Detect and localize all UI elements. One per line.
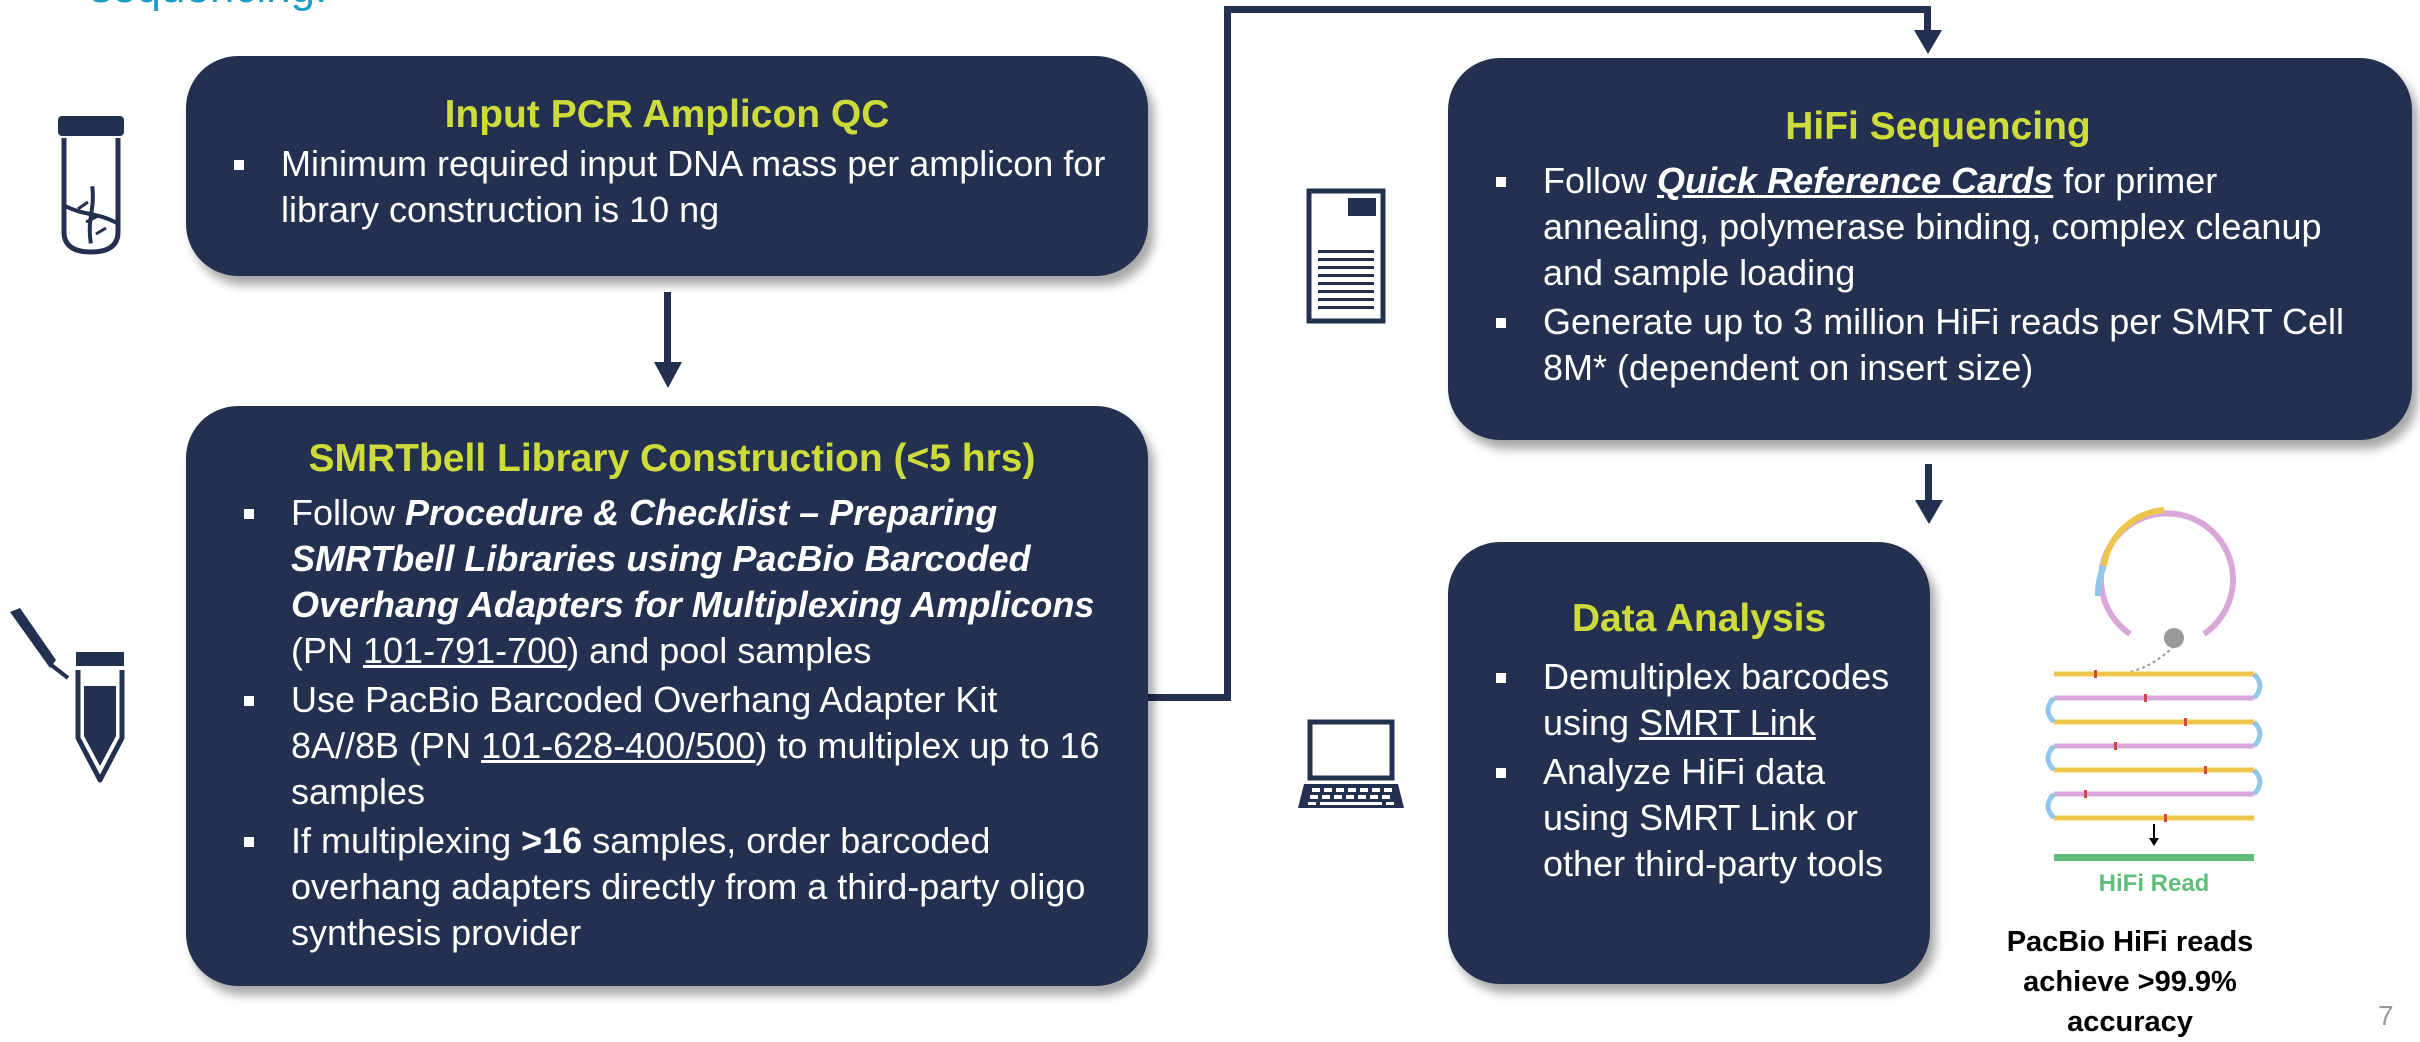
connector-top: [1224, 6, 1931, 13]
connector-arrow-qc-to-library: [664, 292, 671, 372]
page-number: 7: [2378, 1000, 2394, 1031]
box-title-library-construction: SMRTbell Library Construction (<5 hrs): [308, 437, 1036, 480]
connector-down-to-hifi: [1924, 6, 1931, 40]
procedure-checklist-title: Procedure & Checklist – Preparing SMRTbe…: [291, 492, 1095, 625]
quick-reference-cards-link[interactable]: Quick Reference Cards: [1657, 160, 2054, 201]
bullet-multiplexing-over-16: If multiplexing >16 samples, order barco…: [236, 818, 1108, 956]
arrowhead-down-3: [1915, 500, 1943, 524]
bullet-procedure-checklist: Follow Procedure & Checklist – Preparing…: [236, 490, 1108, 674]
bullet-quick-reference: Follow Quick Reference Cards for primer …: [1488, 158, 2388, 296]
hifi-read-label: HiFi Read: [2098, 870, 2210, 897]
bullet-min-input: Minimum required input DNA mass per ampl…: [226, 141, 1108, 233]
accuracy-note: PacBio HiFi reads achieve >99.9% accurac…: [2006, 926, 2254, 1038]
connector-vertical: [1224, 6, 1231, 701]
box-title-input-qc: Input PCR Amplicon QC: [444, 93, 890, 136]
pn-link-101-628-400[interactable]: 101-628-400/500: [481, 725, 756, 766]
pn-link-101-791-700[interactable]: 101-791-700: [363, 630, 568, 671]
data-analysis-box: Data Analysis Demultiplex barcodes using…: [1448, 542, 1930, 984]
laptop-icon: [1298, 719, 1404, 808]
bullet-demultiplex: Demultiplex barcodes using SMRT Link: [1488, 654, 1910, 746]
slide-heading-fragment: sequencing.: [90, 0, 327, 10]
arrowhead-down-2: [1914, 30, 1942, 54]
bullet-hifi-reads-count: Generate up to 3 million HiFi reads per …: [1488, 299, 2388, 391]
box-title-data-analysis: Data Analysis: [1571, 597, 1827, 640]
connector-arrow-seq-to-analysis: [1925, 464, 1932, 510]
box-title-hifi-sequencing: HiFi Sequencing: [1785, 105, 2091, 148]
hifi-read-circle-diagram: [2045, 507, 2263, 861]
sequencer-cell-icon: [1306, 188, 1386, 324]
hifi-sequencing-box: HiFi Sequencing Follow Quick Reference C…: [1448, 58, 2412, 440]
smrtbell-library-construction-box: SMRTbell Library Construction (<5 hrs) F…: [186, 406, 1148, 986]
connector-library-to-sequencing: [1130, 694, 1230, 701]
smrt-link-link[interactable]: SMRT Link: [1639, 702, 1816, 743]
bullet-adapter-kit: Use PacBio Barcoded Overhang Adapter Kit…: [236, 677, 1108, 815]
input-pcr-amplicon-qc-box: Input PCR Amplicon QC Minimum required i…: [186, 56, 1148, 276]
pipette-tube-icon: [10, 608, 125, 783]
bullet-analyze-hifi: Analyze HiFi data using SMRT Link or oth…: [1488, 749, 1910, 887]
arrowhead-down-1: [654, 362, 682, 388]
dna-tube-icon: [58, 116, 124, 255]
